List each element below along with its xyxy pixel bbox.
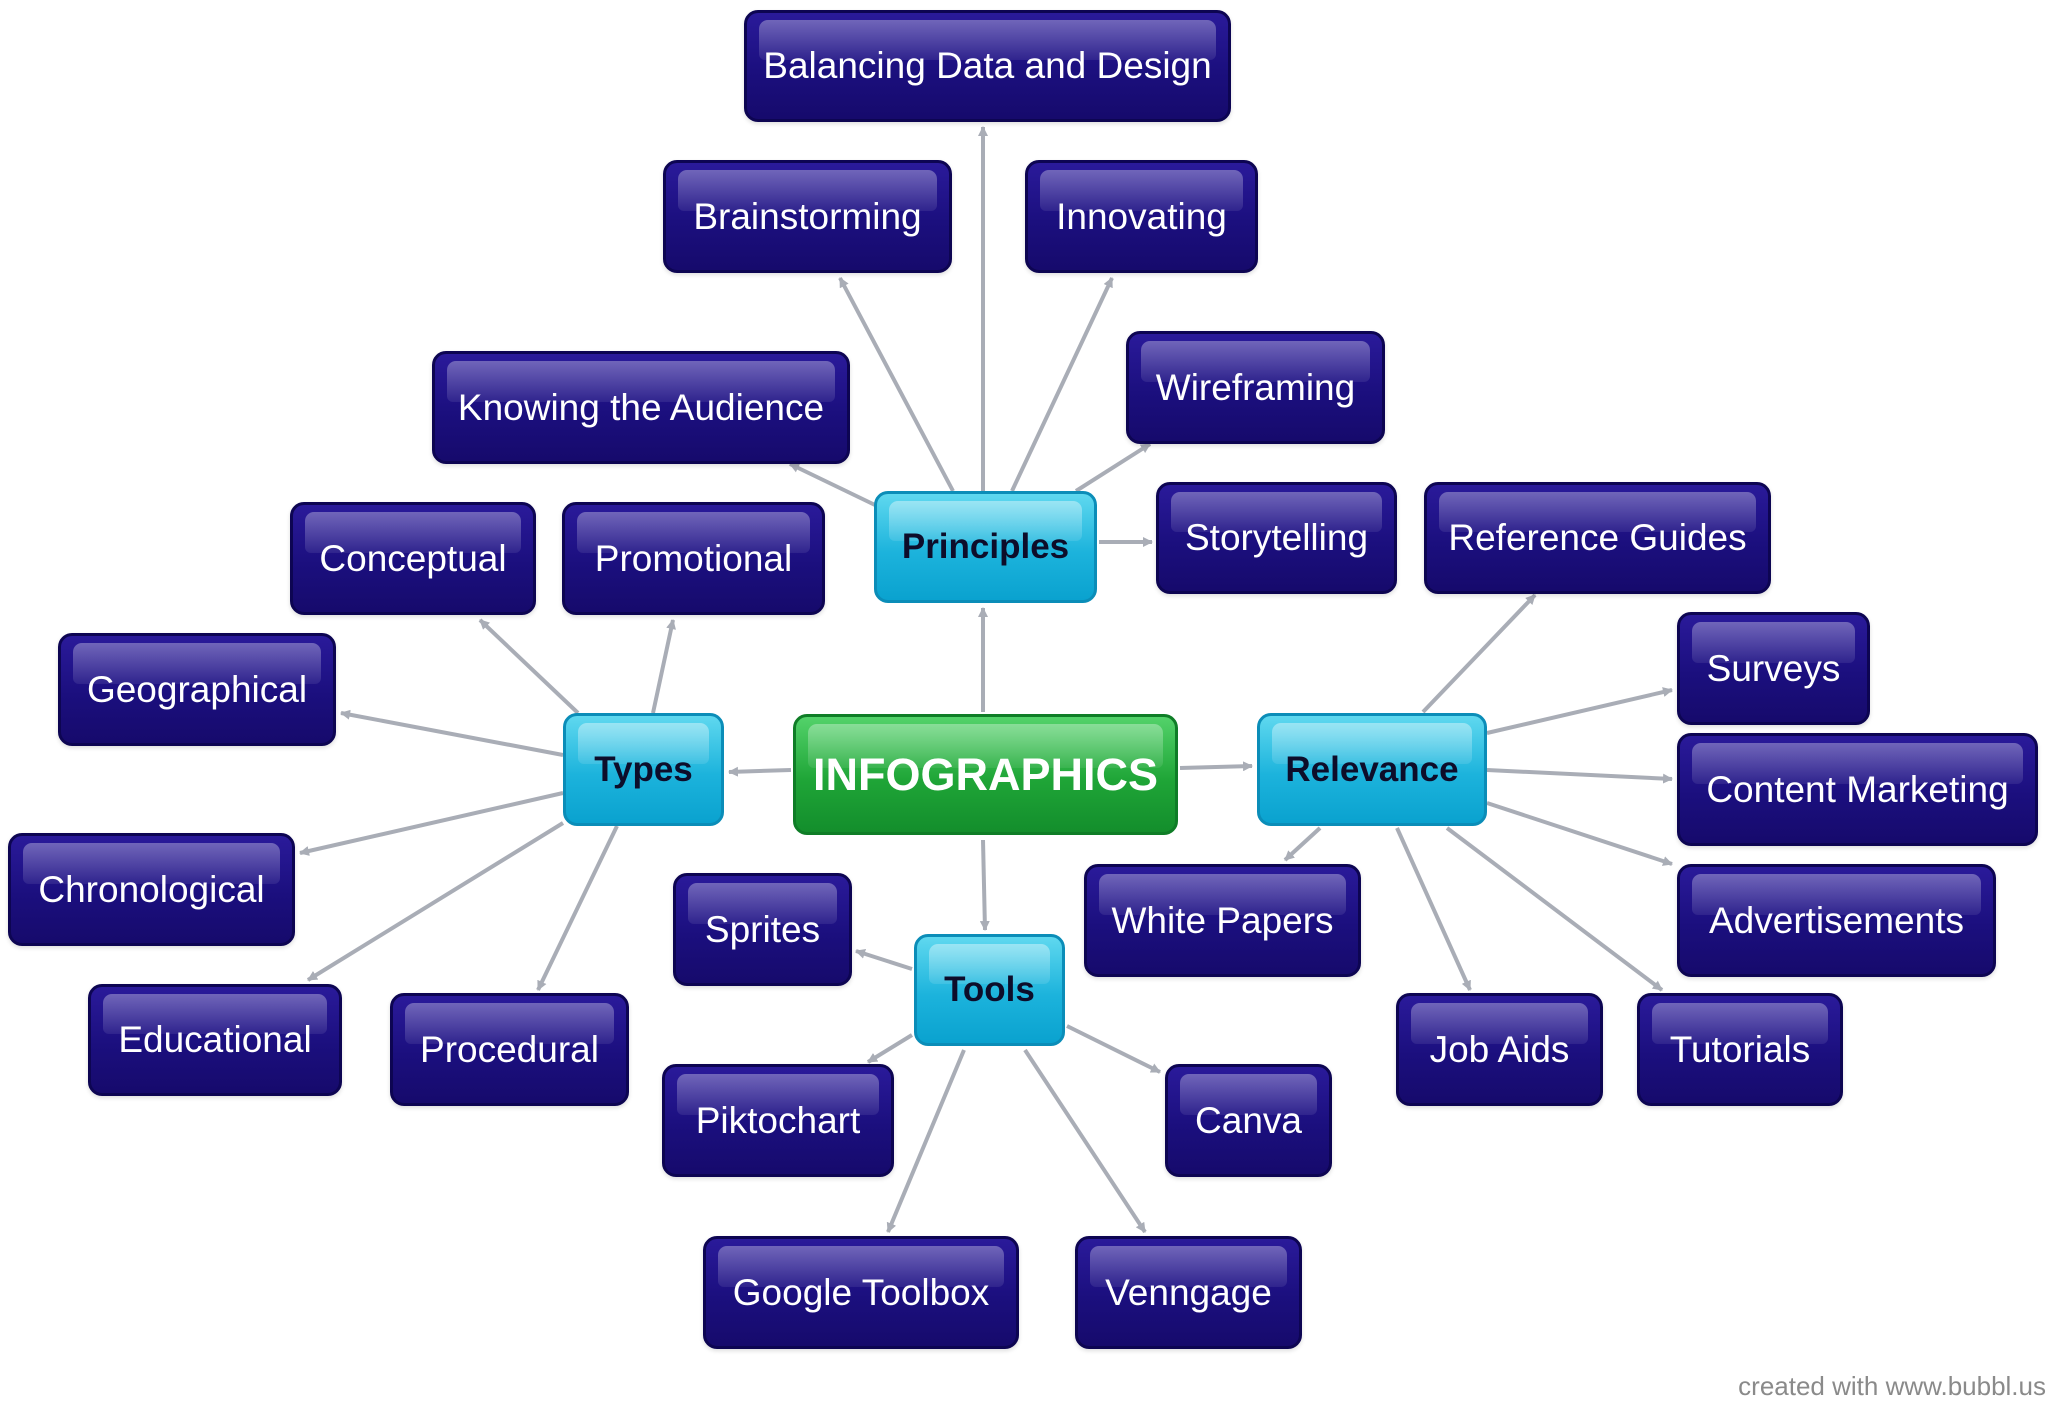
principle-node[interactable]: Innovating xyxy=(1025,160,1258,273)
relevance-label: White Papers xyxy=(1111,899,1334,941)
tool-node[interactable]: Google Toolbox xyxy=(703,1236,1019,1349)
principle-label: Storytelling xyxy=(1184,517,1369,558)
principle-node[interactable]: Wireframing xyxy=(1126,331,1385,444)
connector-arrow xyxy=(728,766,792,777)
tool-node[interactable]: Sprites xyxy=(673,873,852,986)
connector-arrow xyxy=(789,462,876,507)
connector-arrow xyxy=(1283,826,1322,862)
relevance-label: Reference Guides xyxy=(1448,517,1747,558)
type-label: Promotional xyxy=(594,537,793,579)
type-node[interactable]: Geographical xyxy=(58,633,336,746)
principle-node[interactable]: Brainstorming xyxy=(663,160,952,273)
relevance-node[interactable]: White Papers xyxy=(1084,864,1361,977)
tool-label: Sprites xyxy=(704,908,821,950)
connector-arrow xyxy=(536,825,619,991)
connector-arrow xyxy=(1023,1048,1147,1234)
branch-tools[interactable]: Tools xyxy=(914,934,1065,1046)
relevance-node[interactable]: Surveys xyxy=(1677,612,1870,725)
connector-arrow xyxy=(979,839,990,931)
connector-arrow xyxy=(838,277,955,492)
connector-arrow xyxy=(340,709,564,757)
principle-node[interactable]: Balancing Data and Design xyxy=(744,10,1231,122)
type-node[interactable]: Educational xyxy=(88,984,342,1096)
watermark-credit: created with www.bubbl.us xyxy=(1738,1371,2046,1401)
connector-arrow xyxy=(478,618,580,715)
connector-arrow xyxy=(1074,442,1152,493)
type-label: Educational xyxy=(118,1019,312,1060)
principle-label: Balancing Data and Design xyxy=(763,45,1212,86)
principle-node[interactable]: Storytelling xyxy=(1156,482,1397,594)
root-node[interactable]: INFOGRAPHICS xyxy=(793,714,1178,835)
connector-arrow xyxy=(1010,277,1114,492)
tool-node[interactable]: Canva xyxy=(1165,1064,1332,1177)
relevance-node[interactable]: Content Marketing xyxy=(1677,733,2038,846)
tool-label: Piktochart xyxy=(695,1099,861,1141)
tool-node[interactable]: Venngage xyxy=(1075,1236,1302,1349)
tool-label: Canva xyxy=(1195,1099,1302,1141)
branch-relevance[interactable]: Relevance xyxy=(1257,713,1487,826)
type-node[interactable]: Chronological xyxy=(8,833,295,946)
connector-arrow xyxy=(855,948,913,971)
principle-node[interactable]: Knowing the Audience xyxy=(432,351,850,464)
type-label: Chronological xyxy=(38,868,265,910)
relevance-label: Content Marketing xyxy=(1706,768,2009,810)
type-node[interactable]: Promotional xyxy=(562,502,825,615)
branch-principles[interactable]: Principles xyxy=(874,491,1097,603)
tool-label: Venngage xyxy=(1105,1271,1272,1313)
connector-arrow xyxy=(1445,826,1664,992)
connector-arrow xyxy=(299,791,564,856)
principle-label: Brainstorming xyxy=(693,195,922,237)
relevance-node[interactable]: Tutorials xyxy=(1637,993,1843,1106)
connector-arrow xyxy=(1486,801,1673,866)
type-node[interactable]: Procedural xyxy=(390,993,629,1106)
connector-arrow xyxy=(1486,687,1673,735)
branch-types-label: Types xyxy=(594,749,693,789)
relevance-label: Job Aids xyxy=(1429,1028,1570,1070)
relevance-node[interactable]: Advertisements xyxy=(1677,864,1996,977)
relevance-node[interactable]: Job Aids xyxy=(1396,993,1603,1106)
branch-principles-label: Principles xyxy=(901,527,1070,566)
connector-arrow xyxy=(866,1033,914,1064)
connector-arrow xyxy=(1066,1024,1161,1074)
connector-arrow xyxy=(1421,593,1537,714)
branch-tools-label: Tools xyxy=(944,970,1035,1009)
connector-arrow xyxy=(886,1049,966,1233)
connector-arrow xyxy=(651,619,676,714)
relevance-label: Tutorials xyxy=(1669,1028,1811,1070)
connector-arrow xyxy=(1486,768,1673,784)
principle-label: Wireframing xyxy=(1155,366,1356,408)
connector-arrow xyxy=(1179,761,1253,772)
principle-label: Knowing the Audience xyxy=(457,386,825,428)
relevance-label: Surveys xyxy=(1706,647,1841,689)
tool-label: Google Toolbox xyxy=(732,1271,990,1313)
relevance-label: Advertisements xyxy=(1709,899,1964,941)
connector-arrow xyxy=(306,821,565,982)
type-label: Geographical xyxy=(86,668,308,710)
branch-relevance-label: Relevance xyxy=(1285,749,1459,789)
connector-arrow xyxy=(1395,827,1472,991)
type-node[interactable]: Conceptual xyxy=(290,502,536,615)
root-label: INFOGRAPHICS xyxy=(812,748,1158,800)
principle-label: Innovating xyxy=(1056,195,1227,237)
tool-node[interactable]: Piktochart xyxy=(662,1064,894,1177)
type-label: Procedural xyxy=(420,1028,599,1070)
type-label: Conceptual xyxy=(319,537,507,579)
relevance-node[interactable]: Reference Guides xyxy=(1424,482,1771,594)
branch-types[interactable]: Types xyxy=(563,713,724,826)
